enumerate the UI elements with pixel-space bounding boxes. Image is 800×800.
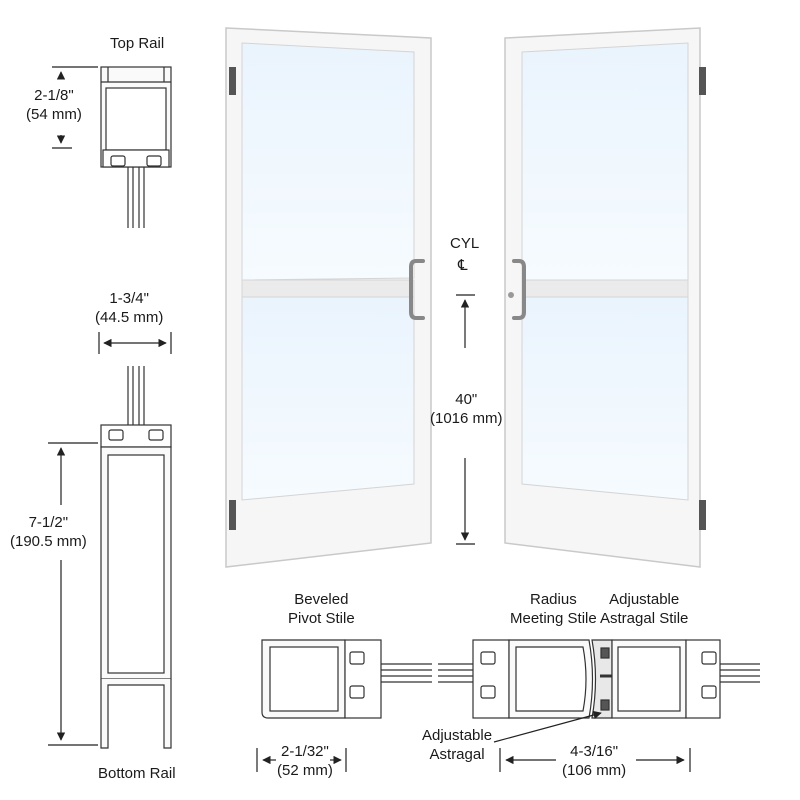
meeting-stile-dimension-label: 4-3/16" (106 mm) [562,742,626,780]
beveled-pivot-stile-title: Beveled Pivot Stile [288,590,355,628]
top-rail-dimension-label: 2-1/8" (54 mm) [26,86,82,124]
top-rail-section [100,66,172,228]
bottom-rail-section [100,366,172,749]
left-door-upper-glass [241,42,415,281]
pivot-stile-dimension-label: 2-1/32" (52 mm) [277,742,333,780]
left-door-pull-handle [409,259,425,320]
cylinder-lock [508,292,514,298]
rail-width-dim-mm: (44.5 mm) [95,309,164,326]
meeting-stiles-section [438,639,760,719]
top-rail-title: Top Rail [110,35,165,52]
left-door-bottom-hinge [229,500,236,530]
left-door-top-hinge [229,67,236,95]
right-door-pull-handle [512,259,526,320]
adjustable-astragal-stile-line2: Astragal Stile [600,610,689,627]
door-height-dimension [456,294,475,545]
rail-width-dim: 1-3/4" [109,290,149,307]
left-door-lower-glass [241,296,415,501]
door-height-dim-mm: (1016 mm) [430,410,503,427]
right-door-bottom-hinge [699,500,706,530]
top-rail-dim-mm: (54 mm) [26,106,82,123]
adjustable-astragal-line1: Adjustable [422,727,493,744]
bottom-rail-dimension [48,442,98,746]
meeting-stile-dim-mm: (106 mm) [562,762,627,779]
right-door-upper-glass [521,42,689,281]
door-height-label: 40" (1016 mm) [430,390,503,428]
meeting-stile-dim: 4-3/16" [570,743,619,760]
centerline-symbol: ℄ [458,257,468,274]
astragal-leader [493,710,602,743]
beveled-pivot-line2: Pivot Stile [288,610,355,627]
adjustable-astragal-label: Adjustable Astragal [422,726,492,764]
left-door [225,27,432,568]
pivot-stile-dimension [256,748,347,772]
radius-meeting-line1: Radius [530,591,577,608]
bottom-rail-dimension-label: 7-1/2" (190.5 mm) [10,513,87,551]
right-door-mid-rail [521,279,689,298]
cyl-label: CYL [450,235,480,252]
bottom-rail-dim-mm: (190.5 mm) [10,533,87,550]
beveled-pivot-stile-section [261,639,432,719]
left-door-mid-rail [241,279,415,298]
meeting-stile-dimension [499,748,691,772]
door-height-dim: 40" [455,391,478,408]
radius-meeting-stile-title: Radius Meeting Stile [510,590,597,628]
rail-width-dimension [98,332,172,354]
top-rail-dimension [52,66,98,149]
radius-meeting-line2: Meeting Stile [510,610,597,627]
right-door-top-hinge [699,67,706,95]
adjustable-astragal-line2: Astragal [429,746,485,763]
beveled-pivot-line1: Beveled [294,591,349,608]
right-door [504,27,706,568]
bottom-rail-title: Bottom Rail [98,765,176,782]
rail-width-label: 1-3/4" (44.5 mm) [95,289,163,327]
adjustable-astragal-stile-title: Adjustable Astragal Stile [600,590,688,628]
right-door-lower-glass [521,296,689,501]
pivot-stile-dim-mm: (52 mm) [277,762,333,779]
pivot-stile-dim: 2-1/32" [280,743,329,760]
top-rail-dim: 2-1/8" [34,87,74,104]
adjustable-astragal-stile-line1: Adjustable [609,591,680,608]
bottom-rail-dim: 7-1/2" [28,514,69,531]
